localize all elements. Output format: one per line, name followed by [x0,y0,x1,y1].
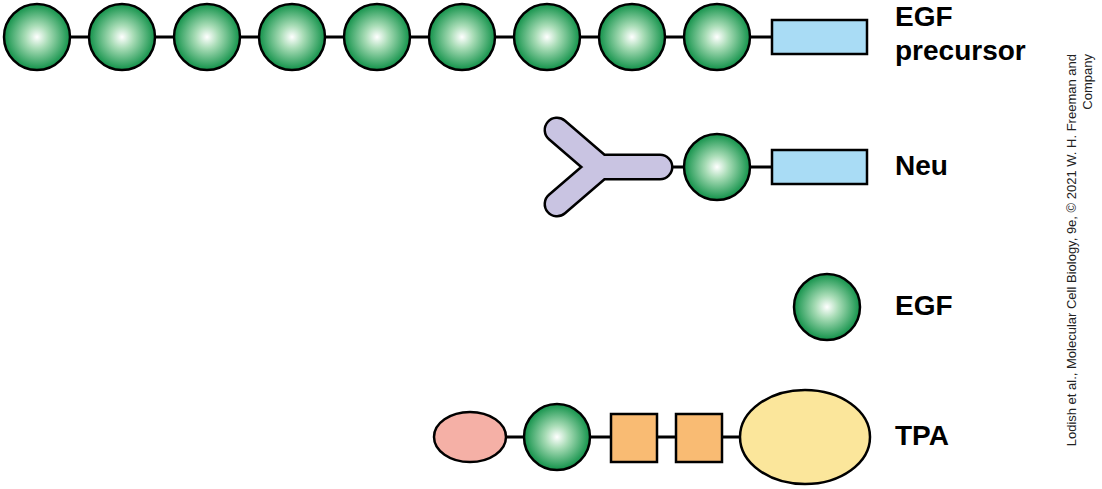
egf-domain [794,274,860,340]
egf-domain [259,4,325,70]
kringle-domain [676,414,722,462]
transmembrane-domain [772,150,867,184]
tpa-chain [434,390,870,484]
egf-domain [89,4,155,70]
egf-domain [684,134,750,200]
protein-name: EGF [895,289,1045,323]
protein-name: Neu [895,149,1045,183]
egf-domain [524,404,590,470]
egf-precursor-chain [4,4,867,70]
credit-line: Lodish et al., Molecular Cell Biology, 9… [1064,54,1096,484]
protease-domain [740,390,870,484]
egf-domain [344,4,410,70]
egf-domain [684,4,750,70]
protein-name: EGF precursor [895,0,1045,68]
egf-domain [174,4,240,70]
egf-domain [4,4,70,70]
y-domain-outline [557,130,660,204]
finger-domain [434,412,506,462]
neu-chain [557,130,867,204]
transmembrane-domain [772,20,867,54]
kringle-domain [611,414,657,462]
egf-domain [429,4,495,70]
y-domain [557,130,660,204]
egf-domain [599,4,665,70]
egf-domain [514,4,580,70]
protein-name: TPA [895,419,1045,453]
